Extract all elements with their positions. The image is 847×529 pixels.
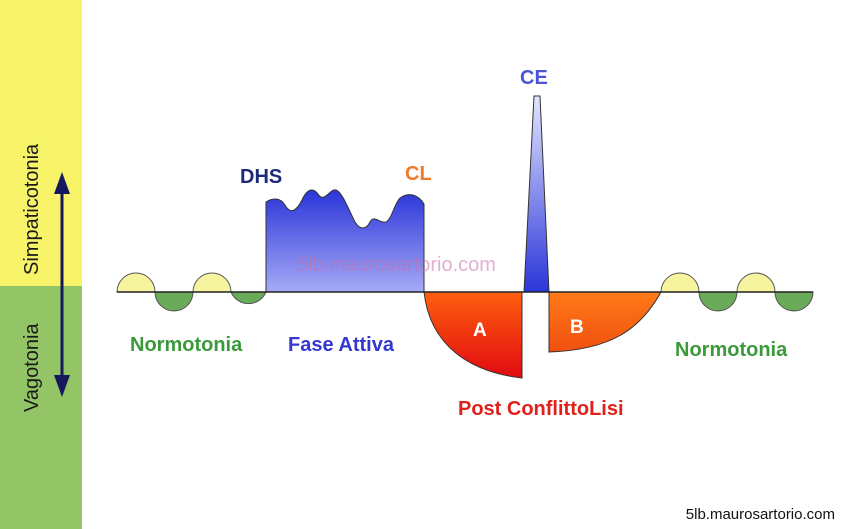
phase-a-shape (423, 291, 523, 379)
fase-attiva-block (265, 189, 425, 293)
simpaticotonia-label: Simpaticotonia (21, 143, 43, 275)
dhs-label: DHS (240, 166, 282, 188)
a-label: A (473, 320, 487, 341)
watermark: 5lb.maurosartorio.com (297, 254, 496, 276)
simpaticotonia-band (0, 0, 82, 286)
wave-right (660, 272, 814, 312)
ce-spike (523, 95, 550, 293)
wave-left (116, 272, 267, 312)
phase-b-shape (548, 291, 662, 353)
normotonia-left-label: Normotonia (130, 334, 243, 356)
vagotonia-label: Vagotonia (21, 323, 43, 412)
post-conflittolisi-label: Post ConflittoLisi (458, 398, 624, 420)
fase-attiva-label: Fase Attiva (288, 334, 395, 356)
b-label: B (570, 317, 584, 338)
vagotonia-band (0, 286, 82, 529)
ce-label: CE (520, 67, 548, 89)
footer-url: 5lb.maurosartorio.com (685, 506, 835, 523)
double-arrow-icon (54, 172, 70, 397)
cl-label: CL (405, 163, 432, 185)
normotonia-right-label: Normotonia (675, 339, 788, 361)
